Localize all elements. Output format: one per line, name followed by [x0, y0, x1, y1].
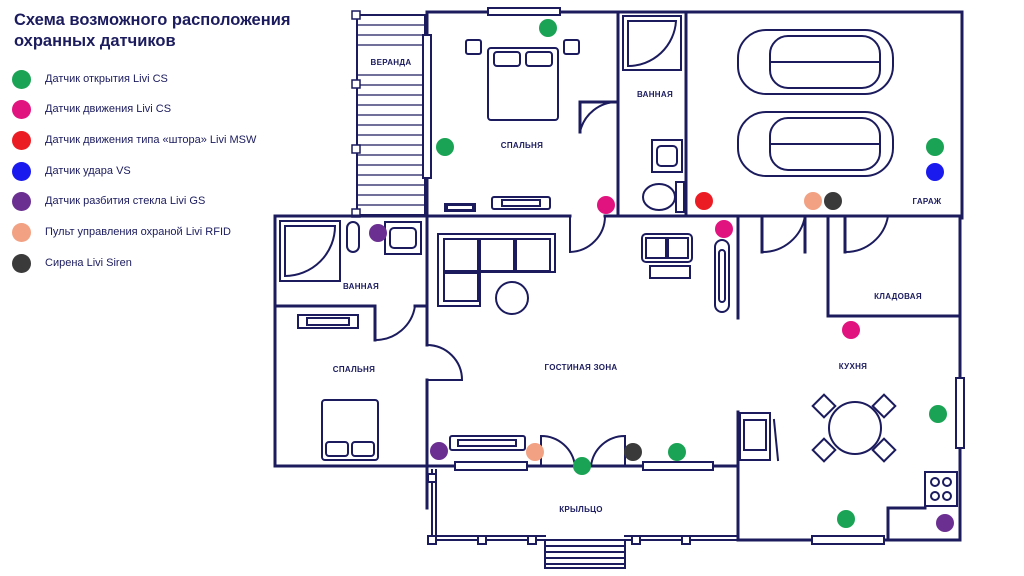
room-label-bath-top: ВАННАЯ: [637, 90, 673, 99]
legend-item-glass-break-sensor: Датчик разбития стекла Livi GS: [12, 190, 205, 212]
legend-label: Датчик удара VS: [45, 165, 131, 177]
red-dot-icon: [12, 130, 31, 150]
legend-label: Сирена Livi Siren: [45, 257, 132, 269]
veranda-deck: [351, 10, 426, 218]
open-sensor-marker: [837, 510, 855, 528]
porch: [427, 469, 739, 569]
page-title: Схема возможного расположения охранных д…: [14, 11, 291, 50]
door-swings: [373, 100, 890, 468]
motion-sensor-marker: [597, 196, 615, 214]
open-sensor-marker: [436, 138, 454, 156]
windows: [422, 7, 965, 545]
open-sensor-marker: [926, 138, 944, 156]
dark-dot-icon: [12, 253, 31, 273]
open-sensor-marker: [573, 457, 591, 475]
legend-item-motion-sensor: Датчик движения Livi CS: [12, 98, 171, 120]
curtain-sensor-marker: [695, 192, 713, 210]
legend-label: Датчик движения Livi CS: [45, 103, 172, 115]
open-sensor-marker: [539, 19, 557, 37]
legend-label: Датчик открытия Livi CS: [45, 73, 168, 85]
open-sensor-marker: [929, 405, 947, 423]
glass-break-sensor-marker: [936, 514, 954, 532]
room-label-bath-left: ВАННАЯ: [343, 282, 379, 291]
legend-item-curtain-sensor: Датчик движения типа «штора» Livi MSW: [12, 129, 256, 151]
motion-sensor-marker: [842, 321, 860, 339]
siren-marker: [824, 192, 842, 210]
legend-item-shock-sensor: Датчик удара VS: [12, 160, 131, 182]
legend-label: Датчик разбития стекла Livi GS: [45, 195, 206, 207]
room-label-kitchen: КУХНЯ: [839, 362, 867, 371]
legend-item-rfid-panel: Пульт управления охраной Livi RFID: [12, 221, 231, 243]
legend-label: Датчик движения типа «штора» Livi MSW: [45, 134, 257, 146]
room-label-porch: КРЫЛЬЦО: [559, 505, 603, 514]
room-label-veranda: ВЕРАНДА: [371, 58, 412, 67]
room-label-bedroom-top: СПАЛЬНЯ: [501, 141, 543, 150]
pink-dot-icon: [12, 99, 31, 119]
glass-break-sensor-marker: [369, 224, 387, 242]
rfid-panel-marker: [804, 192, 822, 210]
rfid-panel-marker: [526, 443, 544, 461]
sensor-markers: [369, 19, 954, 532]
siren-marker: [624, 443, 642, 461]
motion-sensor-marker: [715, 220, 733, 238]
interior-walls: [273, 10, 962, 542]
open-sensor-marker: [668, 443, 686, 461]
peach-dot-icon: [12, 222, 31, 242]
legend-label: Пульт управления охраной Livi RFID: [45, 226, 231, 238]
blue-dot-icon: [12, 161, 31, 181]
legend-item-open-sensor: Датчик открытия Livi CS: [12, 68, 168, 90]
glass-break-sensor-marker: [430, 442, 448, 460]
legend-item-siren: Сирена Livi Siren: [12, 252, 132, 274]
room-label-storage: КЛАДОВАЯ: [874, 292, 922, 301]
room-label-garage: ГАРАЖ: [913, 197, 942, 206]
furniture: [279, 15, 958, 507]
shock-sensor-marker: [926, 163, 944, 181]
purple-dot-icon: [12, 191, 31, 211]
room-label-bedroom-left: СПАЛЬНЯ: [333, 365, 375, 374]
green-dot-icon: [12, 69, 31, 89]
room-label-living: ГОСТИНАЯ ЗОНА: [545, 363, 618, 372]
